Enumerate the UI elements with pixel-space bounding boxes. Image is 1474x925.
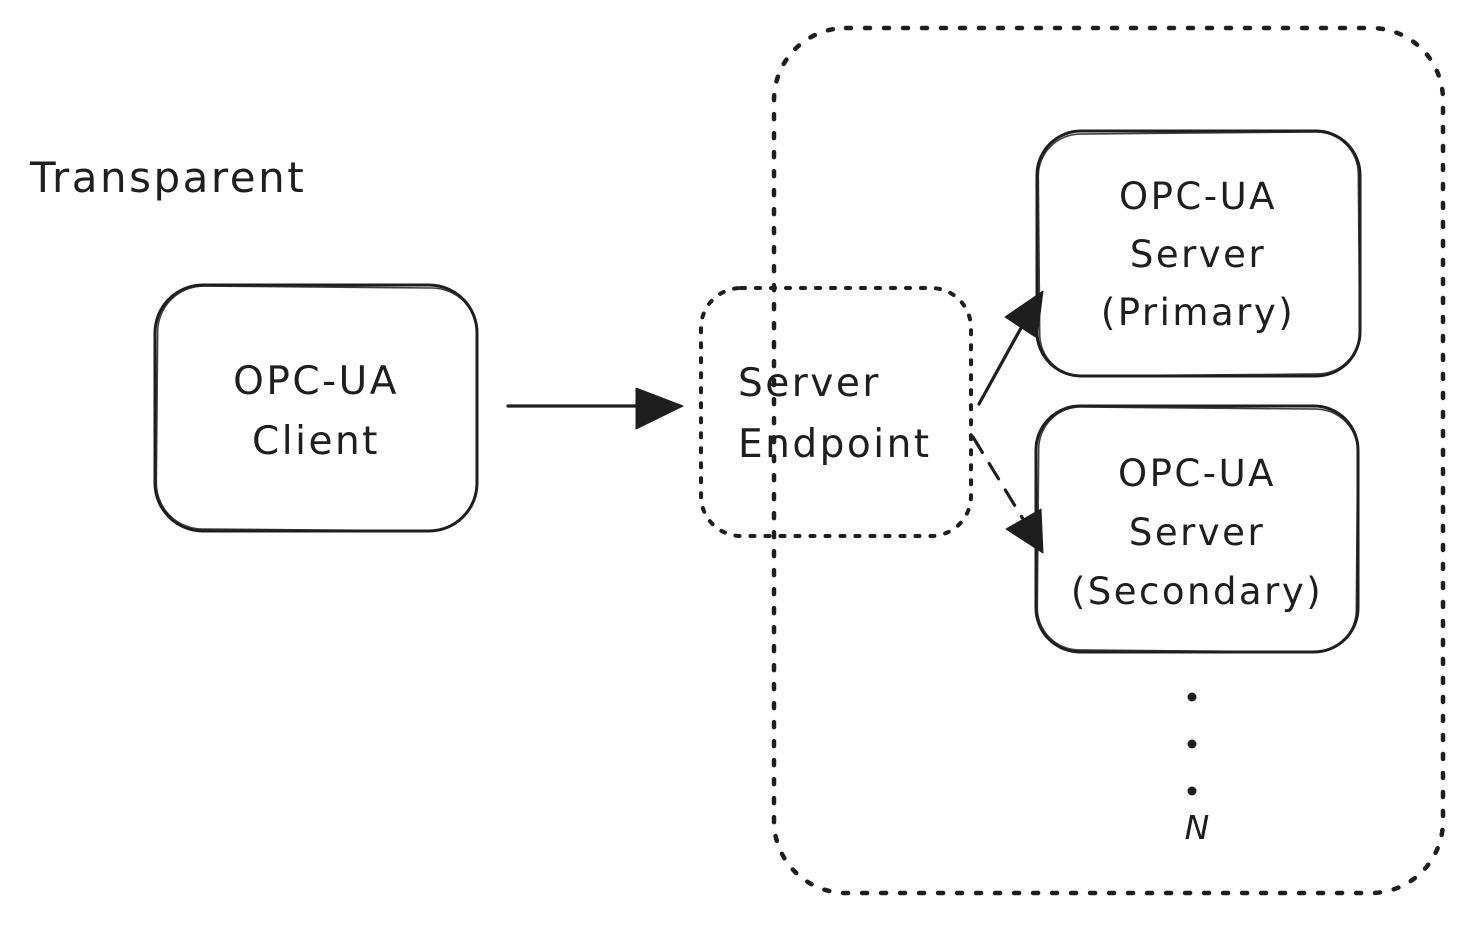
ellipsis-dot-1	[1187, 692, 1197, 702]
primary-server-box	[1035, 129, 1362, 378]
primary-server-node: OPC-UA Server (Primary)	[1035, 129, 1362, 378]
flow-arrow-endpoint-to-secondary-head	[1005, 508, 1044, 554]
secondary-server-node: OPC-UA Server (Secondary)	[1034, 404, 1360, 654]
client-label-line1: OPC-UA	[233, 359, 399, 404]
diagram-title: Transparent	[29, 153, 306, 202]
flow-arrow-endpoint-to-secondary-line	[971, 435, 1025, 521]
primary-server-label-line2: Server	[1130, 233, 1266, 276]
server-group-boundary	[771, 25, 1446, 896]
flow-arrow-endpoint-to-primary-line	[977, 326, 1023, 406]
primary-server-label-line3: (Primary)	[1101, 291, 1295, 334]
secondary-server-box	[1034, 404, 1360, 654]
client-box-sketch-stroke	[155, 285, 479, 532]
secondary-server-label-line1: OPC-UA	[1118, 452, 1276, 495]
server-endpoint-label-line2: Endpoint	[738, 422, 932, 467]
primary-server-label-line1: OPC-UA	[1119, 175, 1277, 218]
server-endpoint-node: Server Endpoint	[699, 286, 973, 538]
server-endpoint-label-line1: Server	[738, 361, 881, 406]
server-endpoint-box	[699, 286, 973, 538]
client-label-line2: Client	[252, 419, 380, 464]
secondary-server-label-line2: Server	[1129, 511, 1265, 554]
server-group-boundary-box	[771, 25, 1446, 896]
flow-arrow-endpoint-to-secondary	[971, 435, 1044, 554]
flow-arrow-client-to-endpoint	[506, 387, 684, 430]
more-servers-ellipsis: N	[1185, 692, 1210, 847]
flow-arrow-endpoint-to-primary	[977, 290, 1044, 406]
more-servers-count-label: N	[1185, 808, 1210, 847]
flow-arrow-client-to-endpoint-head	[635, 387, 684, 430]
primary-server-box-sketch-stroke	[1037, 131, 1361, 377]
ellipsis-dot-2	[1187, 739, 1197, 749]
client-box	[153, 283, 479, 533]
client-node: OPC-UA Client	[153, 283, 479, 533]
secondary-server-label-line3: (Secondary)	[1071, 570, 1323, 613]
secondary-server-box-sketch-stroke	[1036, 406, 1359, 653]
ellipsis-dot-3	[1187, 786, 1197, 796]
